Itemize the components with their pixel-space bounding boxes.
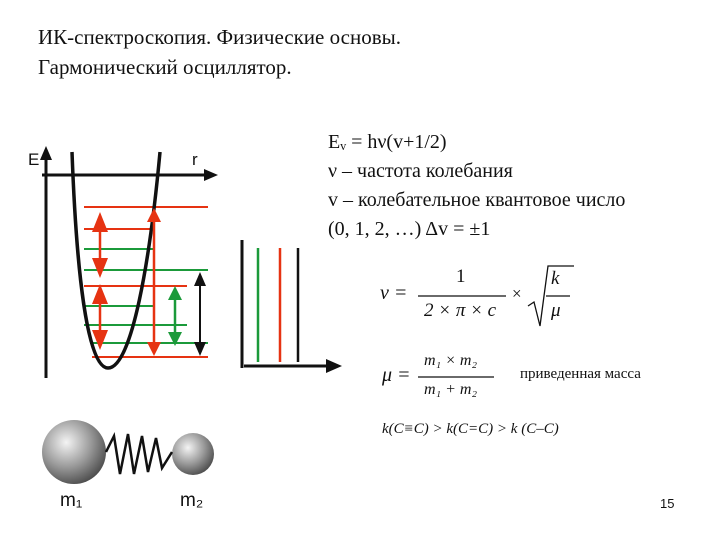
- nu-lhs: ν =: [380, 282, 407, 305]
- nu-denominator: 2 × π × c: [424, 300, 496, 322]
- mass1-ball: [42, 420, 106, 484]
- v-definition: v – колебательное квантовое число: [328, 186, 625, 215]
- reduced-mass-label: приведенная масса: [520, 366, 641, 383]
- energy-equation: Eᵥ = hν(v+1/2): [328, 128, 625, 157]
- black-transition-arrow: [194, 272, 206, 356]
- mass2-ball: [172, 433, 214, 475]
- nu-definition: ν – частота колебания: [328, 157, 625, 186]
- mu-symbol: μ: [551, 300, 561, 322]
- page-number: 15: [660, 496, 674, 511]
- potential-curve: [72, 152, 160, 368]
- mu-numerator: m₁ × m₂: [424, 352, 477, 370]
- spectrum: [242, 240, 342, 373]
- mu-denominator: m₁ + m₂: [424, 381, 477, 399]
- red-transition-arrow: [92, 284, 108, 350]
- axis-e-label: E: [28, 150, 39, 170]
- mass1-label: m₁: [60, 490, 82, 512]
- r-axis-arrow: [204, 169, 218, 181]
- mu-lhs: μ =: [382, 364, 411, 387]
- spring: [106, 434, 172, 474]
- k-symbol: k: [551, 268, 559, 290]
- red-transition-arrow: [147, 208, 161, 356]
- green-transition-arrow: [168, 286, 182, 346]
- axis-r-label: r: [192, 150, 198, 170]
- equation-block: Eᵥ = hν(v+1/2) ν – частота колебания v –…: [328, 128, 625, 244]
- times-sign: ×: [512, 284, 522, 304]
- nu-numerator: 1: [456, 266, 466, 288]
- selection-rule: (0, 1, 2, …) Δv = ±1: [328, 215, 625, 244]
- red-transition-arrow: [92, 212, 108, 278]
- bond-order-line: k(C≡C) > k(C=C) > k (C–C): [382, 421, 559, 438]
- e-axis-arrow: [40, 146, 52, 160]
- mass2-label: m₂: [180, 490, 203, 512]
